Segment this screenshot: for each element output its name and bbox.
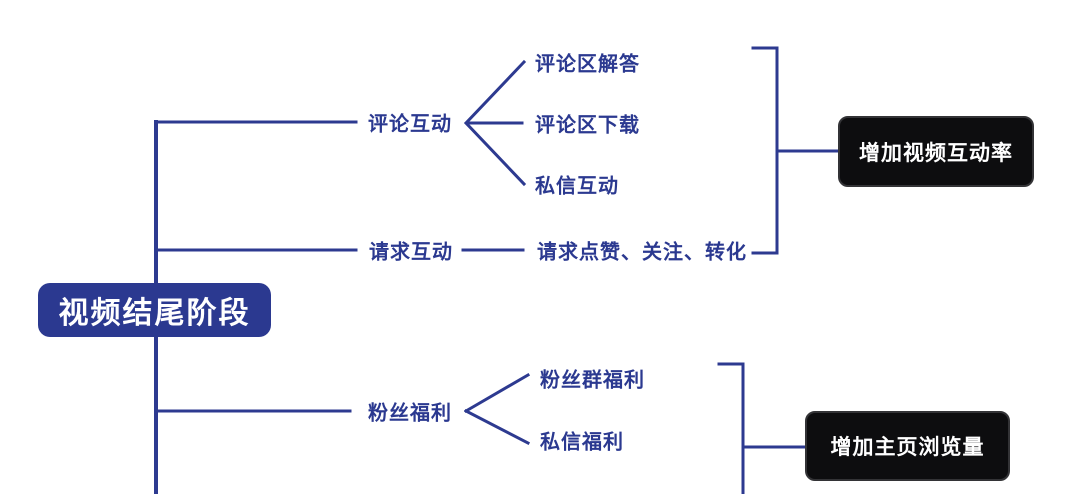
root-node-video-ending: 视频结尾阶段 (38, 283, 271, 337)
child-private-message-benefits: 私信福利 (540, 431, 624, 454)
outcome-increase-homepage-views: 增加主页浏览量 (805, 411, 1010, 481)
child-fan-group-benefits: 粉丝群福利 (540, 369, 645, 392)
child-comment-download: 评论区下载 (535, 114, 640, 137)
bracket-fan-group (717, 362, 807, 494)
branch-fan-benefits: 粉丝福利 (368, 402, 452, 425)
fork-comment-interaction (463, 59, 527, 187)
child-request-like-follow-convert: 请求点赞、关注、转化 (537, 241, 747, 264)
fork-fan-benefits (463, 372, 531, 446)
bracket-interaction-group (751, 46, 840, 255)
branch-request-interaction: 请求互动 (369, 241, 453, 264)
child-comment-answer: 评论区解答 (535, 53, 640, 76)
branch-comment-interaction: 评论互动 (368, 113, 452, 136)
outcome-increase-video-interaction: 增加视频互动率 (838, 116, 1034, 187)
child-private-message-interaction: 私信互动 (535, 175, 619, 198)
